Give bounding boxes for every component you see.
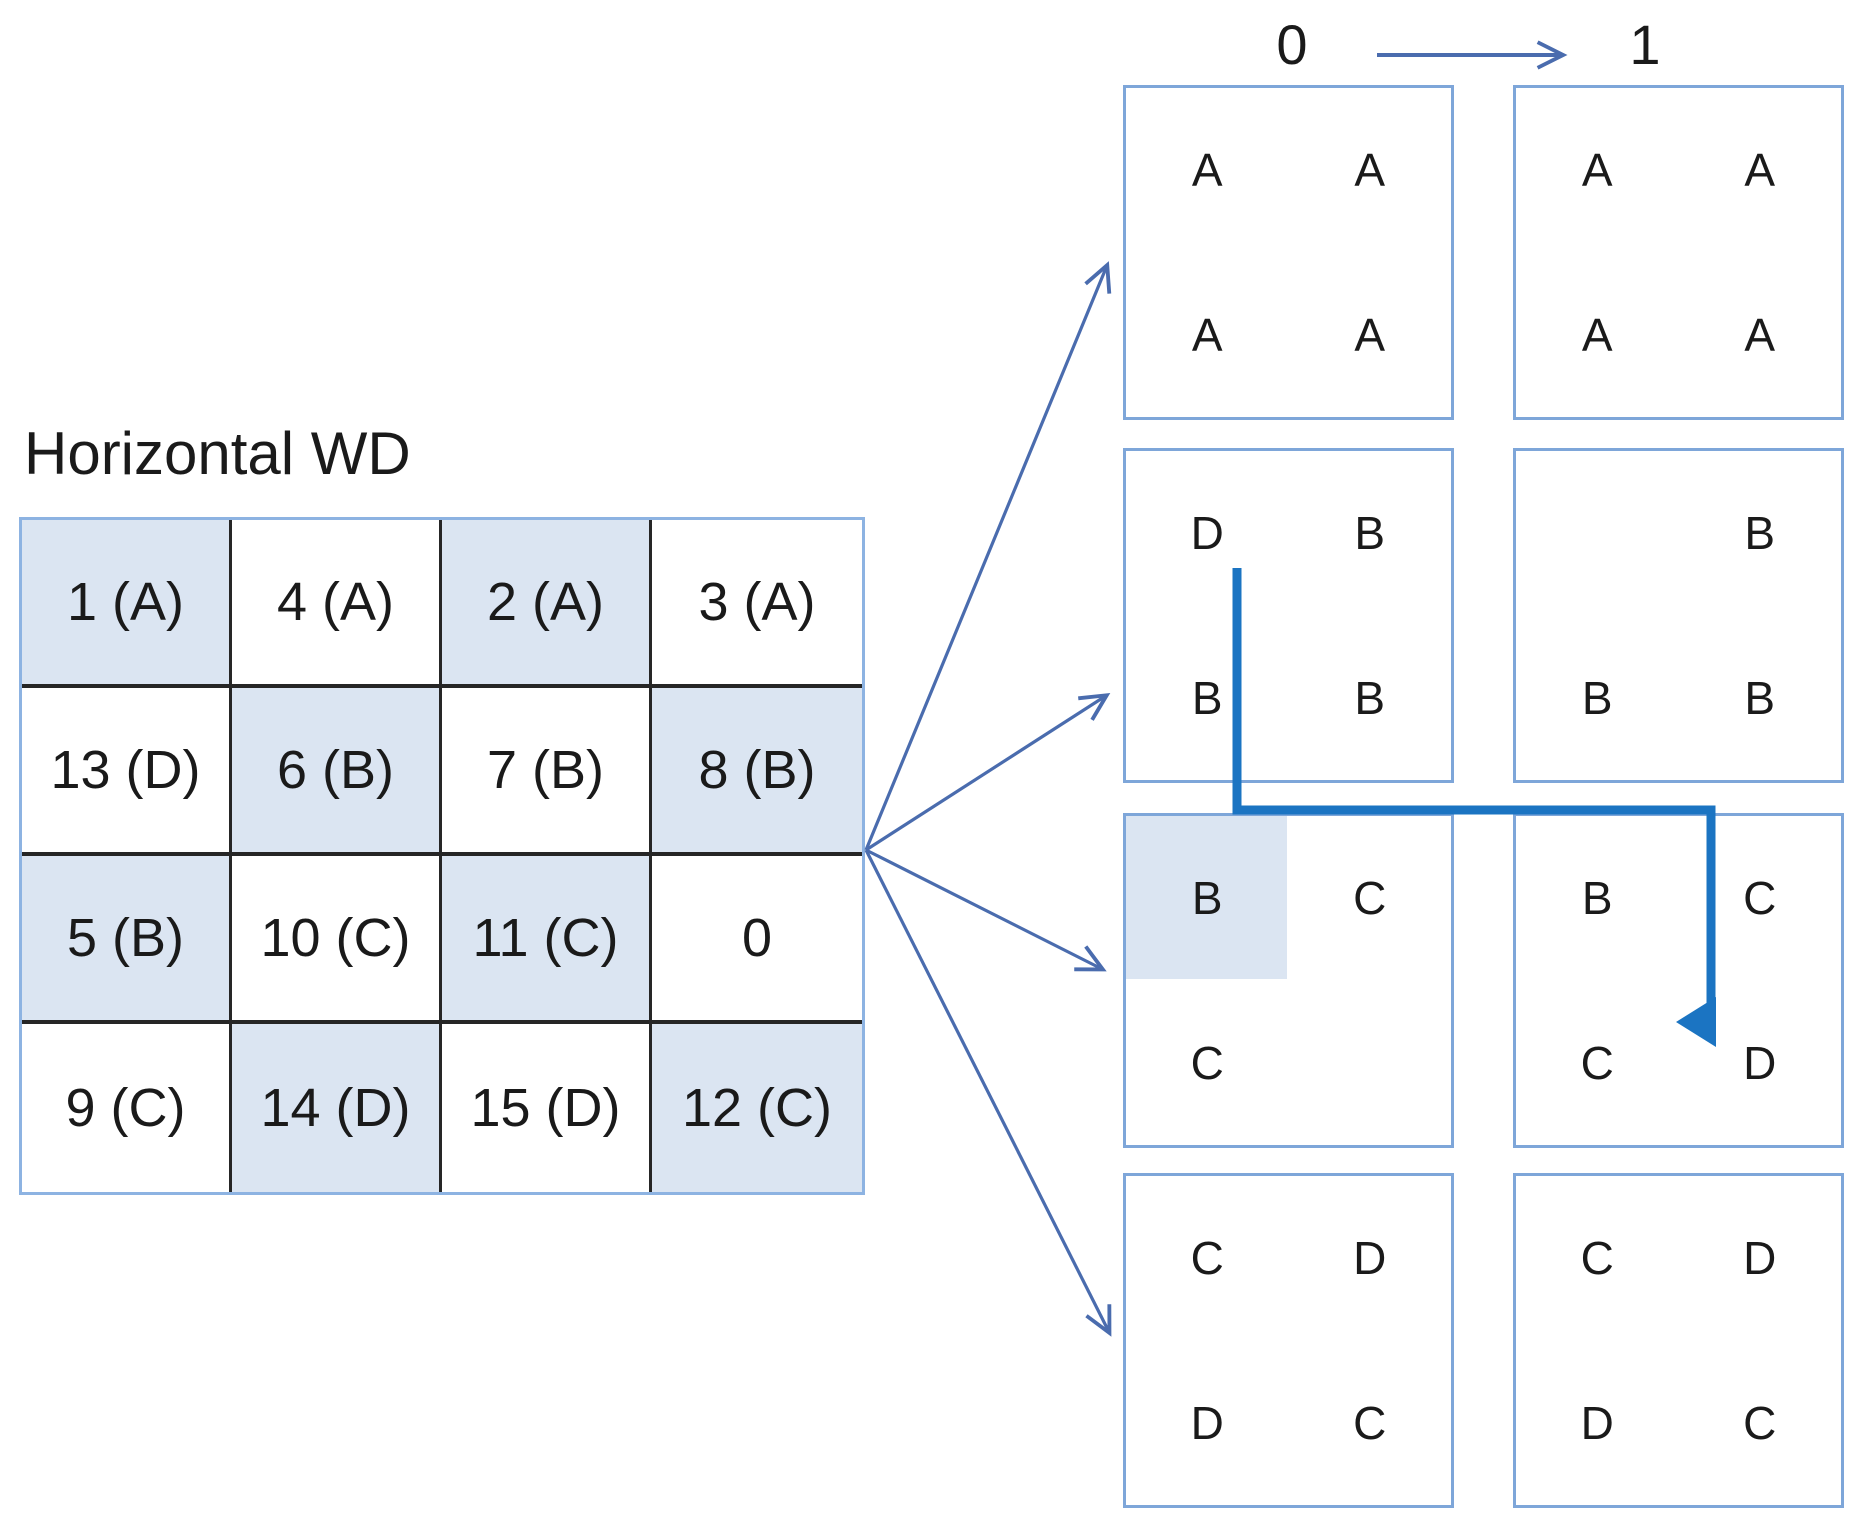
box-letter: D (1580, 1396, 1614, 1449)
fan-arrow-row2 (865, 692, 1111, 852)
box-letter: C (1190, 1036, 1224, 1089)
grid-cell: 1 (A) (22, 520, 232, 688)
grid-cell: 12 (C) (652, 1024, 862, 1192)
grid-cell: 6 (B) (232, 688, 442, 856)
box-letter: A (1744, 144, 1776, 197)
box-letter (1516, 451, 1679, 616)
box-letter: B (1581, 671, 1613, 724)
box-letter: A (1354, 144, 1386, 197)
box-letter: C (1353, 872, 1387, 925)
box-letter: B (1191, 671, 1223, 724)
box-letter: A (1744, 308, 1776, 361)
fan-arrow-row3 (865, 848, 1107, 972)
fan-arrow-row4 (864, 849, 1112, 1337)
box-letter: D (1743, 1232, 1777, 1285)
grid-cell: 3 (A) (652, 520, 862, 688)
box-letter: C (1580, 1036, 1614, 1089)
box-letter (1289, 981, 1452, 1146)
state-box-step1-row4: C D D C (1513, 1173, 1844, 1508)
page-title: Horizontal WD (24, 420, 411, 487)
grid-cell: 11 (C) (442, 856, 652, 1024)
horizontal-wd-grid: 1 (A) 4 (A) 2 (A) 3 (A) 13 (D) 6 (B) 7 (… (19, 517, 865, 1195)
box-letter: A (1191, 144, 1223, 197)
grid-cell: 4 (A) (232, 520, 442, 688)
grid-cell: 2 (A) (442, 520, 652, 688)
grid-cell: 0 (652, 856, 862, 1024)
box-letter: B (1354, 671, 1386, 724)
box-letter: D (1190, 1396, 1224, 1449)
box-letter: B (1744, 671, 1776, 724)
grid-cell: 15 (D) (442, 1024, 652, 1192)
state-box-step1-row2: B B B (1513, 448, 1844, 783)
grid-cell: 13 (D) (22, 688, 232, 856)
step-label-0: 0 (1276, 13, 1308, 76)
box-letter: A (1354, 308, 1386, 361)
box-letter: D (1190, 507, 1224, 560)
grid-cell: 9 (C) (22, 1024, 232, 1192)
box-letter: C (1580, 1232, 1614, 1285)
box-letter: A (1581, 308, 1613, 361)
state-box-step0-row4: C D D C (1123, 1173, 1454, 1508)
grid-cell: 8 (B) (652, 688, 862, 856)
state-box-step1-row3: B C C D (1513, 813, 1844, 1148)
fan-arrow-row1 (864, 261, 1112, 851)
box-letter: A (1581, 144, 1613, 197)
grid-cell: 14 (D) (232, 1024, 442, 1192)
grid-cell: 7 (B) (442, 688, 652, 856)
box-letter: C (1190, 1232, 1224, 1285)
box-letter: B (1354, 507, 1386, 560)
state-box-step1-row1: A A A A (1513, 85, 1844, 420)
state-box-step0-row2: D B B B (1123, 448, 1454, 783)
box-letter: B (1744, 507, 1776, 560)
state-box-step0-row3: B C C (1123, 813, 1454, 1148)
box-letter: D (1743, 1036, 1777, 1089)
grid-cell: 5 (B) (22, 856, 232, 1024)
box-letter: C (1743, 1396, 1777, 1449)
box-letter: B (1581, 872, 1613, 925)
box-letter: C (1743, 872, 1777, 925)
state-box-step0-row1: A A A A (1123, 85, 1454, 420)
box-letter: C (1353, 1396, 1387, 1449)
step-label-1: 1 (1629, 13, 1661, 76)
box-letter: B (1191, 872, 1223, 925)
grid-cell: 10 (C) (232, 856, 442, 1024)
box-letter: D (1353, 1232, 1387, 1285)
box-letter: A (1191, 308, 1223, 361)
